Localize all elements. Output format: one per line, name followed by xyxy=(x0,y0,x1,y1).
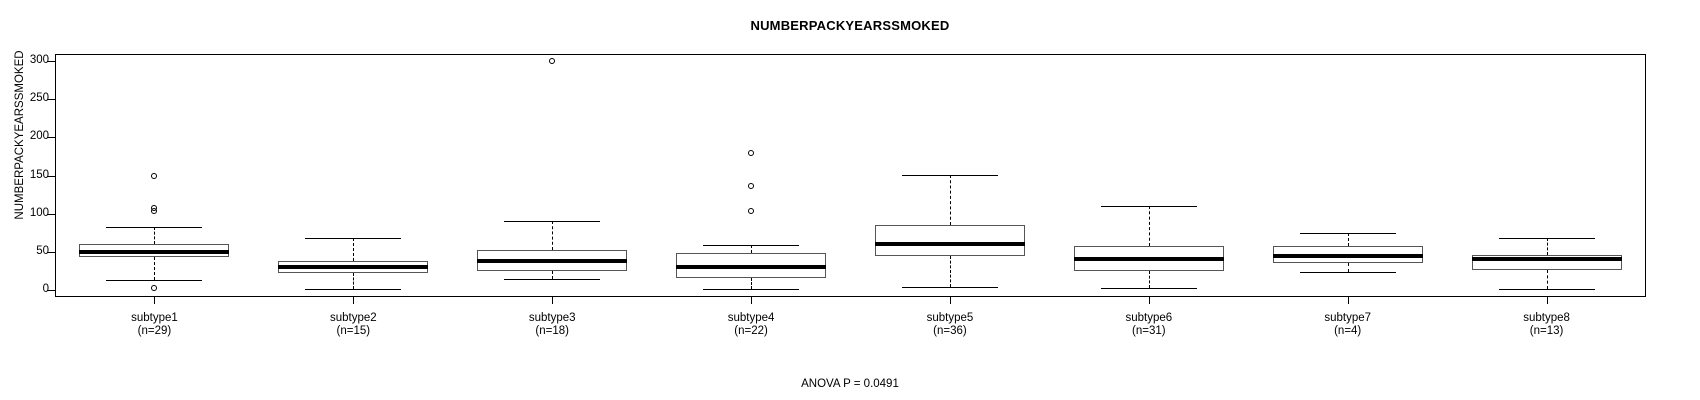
x-axis-tick-label-subtype1: subtype1(n=29) xyxy=(64,312,244,338)
median-line xyxy=(1073,257,1224,262)
category-name: subtype6 xyxy=(1125,312,1173,324)
y-axis-tick xyxy=(47,251,55,253)
y-axis-tick-label: 100 xyxy=(29,206,49,219)
x-axis-tick xyxy=(552,297,554,304)
x-axis-tick xyxy=(949,297,951,304)
whisker-upper xyxy=(751,244,753,254)
plot-area xyxy=(55,54,1646,297)
category-count: (n=22) xyxy=(734,325,768,337)
outlier-point xyxy=(748,183,755,190)
whisker-upper xyxy=(1546,238,1548,255)
outlier-point xyxy=(151,284,158,291)
y-axis-tick xyxy=(47,137,55,139)
whisker-lower xyxy=(1148,270,1150,289)
whisker-cap-lower xyxy=(901,286,998,288)
outlier-point xyxy=(748,149,755,156)
y-axis-tick xyxy=(47,213,55,215)
whisker-cap-upper xyxy=(901,174,998,176)
whisker-cap-lower xyxy=(305,289,402,291)
x-axis-tick-label-subtype7: subtype7(n=4) xyxy=(1258,312,1438,338)
median-line xyxy=(874,242,1025,247)
whisker-upper xyxy=(1148,206,1150,247)
x-axis-tick xyxy=(751,297,753,304)
whisker-upper xyxy=(1347,232,1349,247)
median-line xyxy=(278,265,429,270)
y-axis-tick-label: 200 xyxy=(29,130,49,143)
y-axis-tick-label: 300 xyxy=(29,54,49,66)
median-line xyxy=(477,258,628,263)
whisker-cap-upper xyxy=(703,244,800,246)
whisker-cap-lower xyxy=(1498,289,1595,291)
whisker-cap-upper xyxy=(1498,238,1595,240)
category-count: (n=18) xyxy=(535,325,569,337)
whisker-lower xyxy=(1546,270,1548,290)
median-line xyxy=(1471,257,1622,262)
whisker-cap-upper xyxy=(305,238,402,240)
y-axis-tick-label: 0 xyxy=(42,283,49,295)
x-axis-tick-label-subtype8: subtype8(n=13) xyxy=(1457,312,1637,338)
x-axis-tick-label-subtype6: subtype6(n=31) xyxy=(1059,312,1239,338)
category-count: (n=31) xyxy=(1132,325,1166,337)
category-count: (n=29) xyxy=(137,325,172,337)
y-axis-tick-label: 150 xyxy=(29,168,49,181)
x-axis-tick-label-subtype5: subtype5(n=36) xyxy=(860,312,1040,338)
whisker-cap-lower xyxy=(703,289,800,291)
x-axis-tick xyxy=(154,297,156,304)
whisker-cap-upper xyxy=(1299,232,1396,234)
median-line xyxy=(1272,253,1423,258)
whisker-upper xyxy=(154,226,156,245)
whisker-lower xyxy=(154,257,156,281)
whisker-cap-lower xyxy=(504,279,601,281)
outlier-point xyxy=(549,58,556,64)
outlier-point xyxy=(151,208,158,215)
category-name: subtype7 xyxy=(1324,312,1372,324)
whisker-cap-lower xyxy=(1100,288,1197,290)
category-count: (n=13) xyxy=(1529,325,1564,337)
whisker-cap-lower xyxy=(1299,272,1396,274)
whisker-upper xyxy=(353,238,355,261)
x-axis-tick-label-subtype3: subtype3(n=18) xyxy=(462,312,642,338)
whisker-upper xyxy=(552,220,554,250)
whisker-lower xyxy=(353,273,355,290)
x-axis-tick xyxy=(1148,297,1150,304)
x-axis-tick xyxy=(1347,297,1349,304)
y-axis-tick xyxy=(47,290,55,291)
outlier-point xyxy=(151,172,158,179)
whisker-lower xyxy=(552,270,554,280)
whisker-cap-upper xyxy=(1100,206,1197,208)
category-count: (n=15) xyxy=(336,325,371,337)
chart-title: NUMBERPACKYEARSSMOKED xyxy=(750,18,950,33)
median-line xyxy=(676,265,827,270)
y-axis-tick-label: 50 xyxy=(36,244,49,257)
x-axis-tick xyxy=(353,297,355,304)
category-name: subtype2 xyxy=(329,312,377,324)
whisker-cap-upper xyxy=(504,220,601,222)
y-axis-tick xyxy=(47,61,55,62)
whisker-lower xyxy=(1347,263,1349,273)
outlier-point xyxy=(748,208,755,215)
anova-annotation: ANOVA P = 0.0491 xyxy=(801,378,899,390)
whisker-cap-lower xyxy=(106,280,203,282)
box-subtype5 xyxy=(874,225,1025,257)
x-axis-tick-label-subtype2: subtype2(n=15) xyxy=(263,312,443,338)
whisker-cap-upper xyxy=(106,226,203,228)
y-axis-tick-label: 250 xyxy=(29,92,49,105)
category-name: subtype3 xyxy=(528,312,576,324)
whisker-lower xyxy=(949,256,951,287)
category-count: (n=36) xyxy=(933,325,967,337)
category-name: subtype4 xyxy=(727,312,775,324)
category-count: (n=4) xyxy=(1334,325,1362,337)
whisker-upper xyxy=(949,174,951,226)
category-name: subtype5 xyxy=(926,312,974,324)
y-axis-tick xyxy=(47,175,55,177)
x-axis-tick xyxy=(1546,297,1548,304)
category-name: subtype8 xyxy=(1523,312,1570,324)
category-name: subtype1 xyxy=(131,312,178,324)
y-axis-tick xyxy=(47,99,55,101)
median-line xyxy=(79,249,230,254)
whisker-lower xyxy=(751,277,753,290)
x-axis-tick-label-subtype4: subtype4(n=22) xyxy=(661,312,841,338)
